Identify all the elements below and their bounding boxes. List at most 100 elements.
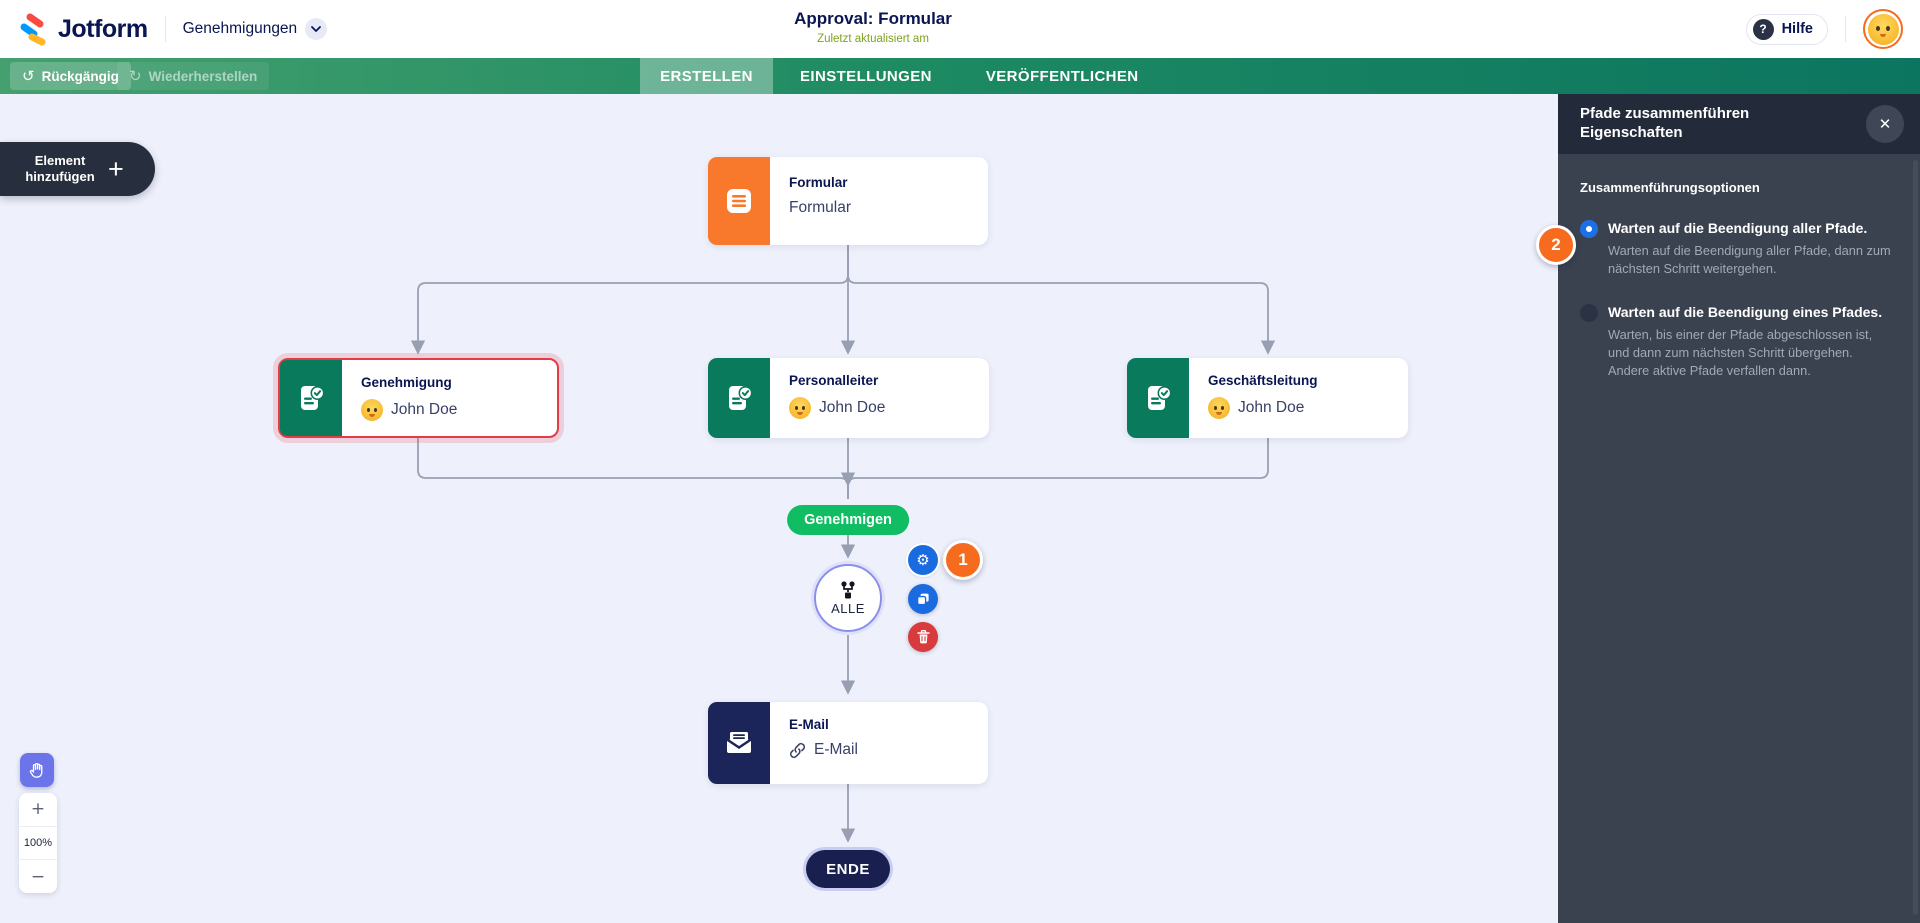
redo-icon: ↻ [129, 67, 142, 85]
product-switcher-dropdown[interactable]: Genehmigungen [183, 18, 328, 40]
document-title-block: Approval: Formular Zuletzt aktualisiert … [794, 9, 952, 45]
document-icon [727, 189, 751, 213]
properties-panel: Pfade zusammenführen Eigenschaften ✕ Zus… [1536, 94, 1920, 923]
email-link-label: E-Mail [814, 741, 858, 758]
help-button-label: Hilfe [1781, 21, 1813, 37]
zoom-level[interactable]: 100% [19, 825, 57, 860]
assignee-name: John Doe [391, 401, 458, 418]
node-settings-button[interactable]: ⚙ [908, 545, 938, 575]
chevron-down-icon [305, 18, 328, 40]
branch-label-genehmigen[interactable]: Genehmigen [787, 505, 909, 535]
zoom-in-button[interactable]: + [19, 793, 57, 826]
properties-panel-body: Zusammenführungsoptionen Warten auf die … [1558, 154, 1920, 380]
close-icon: ✕ [1878, 116, 1892, 133]
approval-node-iconbox [1127, 358, 1189, 438]
walkthrough-badge-2: 2 [1536, 225, 1576, 265]
walkthrough-badge-1: 1 [943, 540, 983, 580]
panel-close-button[interactable]: ✕ [1866, 105, 1904, 143]
plus-icon: + [30, 799, 46, 820]
assignee-name: John Doe [819, 399, 886, 416]
merge-options-section-title: Zusammenführungsoptionen [1580, 180, 1760, 195]
properties-panel-header: Pfade zusammenführen Eigenschaften ✕ [1558, 94, 1920, 154]
undo-label: Rückgängig [41, 68, 119, 84]
option-label: Warten auf die Beendigung aller Pfade. [1608, 220, 1868, 236]
node-title: Personalleiter [789, 373, 879, 388]
node-email[interactable]: E-Mail E-Mail [708, 702, 988, 784]
flow-canvas[interactable]: Element hinzufügen + Formular Formular [0, 94, 1558, 923]
builder-tabs: ERSTELLEN EINSTELLUNGEN VERÖFFENTLICHEN [640, 58, 1166, 94]
node-genehmigung[interactable]: Genehmigung John Doe [278, 358, 559, 438]
user-avatar[interactable] [1863, 9, 1903, 49]
panel-title: Pfade zusammenführen Eigenschaften [1580, 105, 1750, 141]
undo-button[interactable]: ↺ Rückgängig [10, 62, 131, 90]
product-switcher-label: Genehmigungen [182, 20, 298, 37]
jotform-logo-icon[interactable] [17, 12, 51, 46]
add-element-button[interactable]: Element hinzufügen + [0, 142, 155, 196]
merge-node-label: ALLE [831, 600, 865, 616]
zoom-level-value: 100% [23, 837, 53, 849]
pan-tool-button[interactable] [20, 753, 54, 787]
option-description: Warten, bis einer der Pfade abgeschlosse… [1608, 326, 1873, 379]
option-wait-one-path[interactable]: Warten auf die Beendigung eines Pfades. … [1580, 303, 1894, 381]
envelope-icon [726, 732, 752, 753]
option-wait-all-paths[interactable]: Warten auf die Beendigung aller Pfade. W… [1580, 219, 1894, 279]
node-subtitle-row: E-Mail [789, 741, 858, 759]
radio-selected-icon[interactable] [1580, 220, 1598, 238]
node-subtitle: Formular [789, 199, 852, 216]
node-assignee: John Doe [1208, 397, 1318, 419]
header-divider [164, 16, 166, 42]
help-button[interactable]: ? Hilfe [1745, 13, 1828, 45]
node-ende[interactable]: ENDE [806, 850, 890, 888]
node-formular[interactable]: Formular Formular [708, 157, 988, 245]
tab-veroeffentlichen[interactable]: VERÖFFENTLICHEN [985, 67, 1139, 85]
node-geschaeftsleitung[interactable]: Geschäftsleitung John Doe [1127, 358, 1408, 438]
merge-icon [841, 580, 855, 598]
merge-node-alle[interactable]: ALLE [814, 564, 882, 632]
add-element-label: Element hinzufügen [25, 152, 95, 184]
node-personalleiter[interactable]: Personalleiter John Doe [708, 358, 989, 438]
node-duplicate-button[interactable] [908, 584, 938, 614]
node-title: E-Mail [789, 717, 829, 732]
form-node-iconbox [708, 157, 770, 245]
node-delete-button[interactable] [908, 622, 938, 652]
gear-icon: ⚙ [916, 551, 930, 569]
redo-button[interactable]: ↻ Wiederherstellen [117, 62, 270, 90]
assignee-avatar-icon [1208, 397, 1230, 419]
redo-label: Wiederherstellen [148, 68, 258, 84]
trash-icon [916, 630, 930, 644]
tab-erstellen[interactable]: ERSTELLEN [640, 58, 773, 94]
header-right: ? Hilfe [1745, 0, 1903, 58]
merge-options-group: Warten auf die Beendigung aller Pfade. W… [1580, 219, 1894, 380]
zoom-out-button[interactable]: − [19, 859, 57, 893]
approval-check-icon [729, 386, 753, 410]
approval-check-icon [1148, 386, 1172, 410]
plus-icon: + [108, 153, 124, 184]
email-node-iconbox [708, 702, 770, 784]
jotform-wordmark[interactable]: Jotform [58, 14, 148, 43]
approval-node-iconbox [280, 360, 342, 436]
copy-icon [916, 593, 929, 606]
node-assignee: John Doe [361, 399, 457, 421]
question-icon: ? [1752, 18, 1774, 40]
option-label: Warten auf die Beendigung eines Pfades. [1608, 303, 1883, 320]
node-title: Formular [789, 175, 848, 190]
assignee-avatar-icon [789, 397, 811, 419]
link-icon [789, 742, 806, 758]
panel-scrollbar[interactable] [1913, 160, 1918, 915]
builder-toolbar: ↺ Rückgängig ↻ Wiederherstellen ERSTELLE… [0, 58, 1920, 94]
header-left: Jotform Genehmigungen [17, 0, 328, 58]
zoom-controls: + 100% − [19, 793, 57, 893]
assignee-name: John Doe [1238, 399, 1305, 416]
undo-icon: ↺ [22, 67, 35, 85]
tab-einstellungen[interactable]: EINSTELLUNGEN [800, 67, 932, 85]
assignee-avatar-icon [361, 399, 383, 421]
node-assignee: John Doe [789, 397, 885, 419]
approval-check-icon [301, 386, 325, 410]
flow-connectors [410, 245, 1276, 843]
avatar-emoji-icon [1867, 13, 1899, 45]
radio-unselected-icon[interactable] [1580, 303, 1598, 322]
header-divider [1845, 16, 1846, 42]
page-title[interactable]: Approval: Formular [794, 9, 952, 28]
node-title: Geschäftsleitung [1208, 373, 1318, 388]
